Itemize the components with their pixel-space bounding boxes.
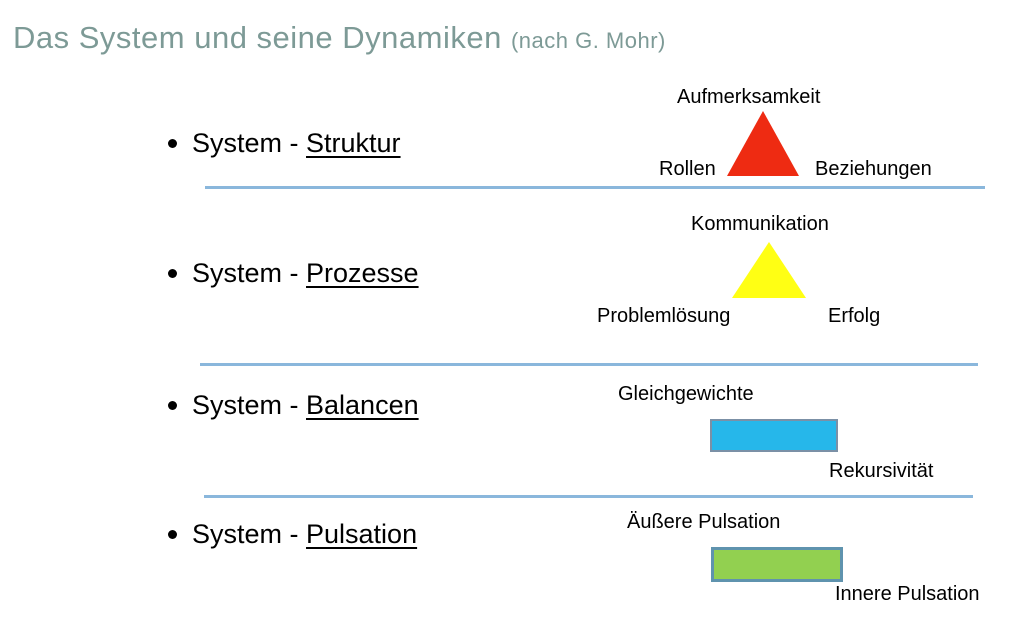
bullet-term: Prozesse (306, 258, 419, 288)
separator-line (200, 363, 978, 366)
struktur-triangle-shape (727, 111, 799, 176)
bullet-dot-icon (168, 401, 177, 410)
page-title: Das System und seine Dynamiken (nach G. … (13, 20, 666, 56)
bullet-item-pulsation: System - Pulsation (168, 519, 417, 550)
bullet-label: System - Prozesse (192, 258, 419, 289)
separator-line (205, 186, 985, 189)
label-kommunikation: Kommunikation (691, 213, 829, 235)
bullet-prefix: System - (192, 390, 307, 420)
bullet-item-struktur: System - Struktur (168, 128, 401, 159)
label-innere-pulsation: Innere Pulsation (835, 583, 980, 605)
bullet-label: System - Balancen (192, 390, 419, 421)
label-aufmerksamkeit: Aufmerksamkeit (677, 86, 821, 108)
bullet-dot-icon (168, 269, 177, 278)
bullet-dot-icon (168, 139, 177, 148)
bullet-prefix: System - (192, 128, 307, 158)
page-title-main: Das System und seine Dynamiken (13, 20, 502, 55)
pulsation-rectangle-shape (711, 547, 843, 582)
page-title-suffix: (nach G. Mohr) (510, 28, 666, 53)
label-erfolg: Erfolg (828, 305, 881, 327)
label-problemloesung: Problemlösung (597, 305, 731, 327)
bullet-term: Pulsation (306, 519, 418, 549)
bullet-label: System - Struktur (192, 128, 401, 159)
bullet-item-prozesse: System - Prozesse (168, 258, 419, 289)
label-rollen: Rollen (659, 158, 716, 180)
bullet-term: Balancen (306, 390, 419, 420)
label-rekursivitaet: Rekursivität (829, 460, 934, 482)
bullet-dot-icon (168, 530, 177, 539)
bullet-prefix: System - (192, 258, 307, 288)
balancen-rectangle-shape (710, 419, 838, 452)
bullet-term: Struktur (306, 128, 401, 158)
label-aeussere-pulsation: Äußere Pulsation (627, 511, 781, 533)
label-gleichgewichte: Gleichgewichte (618, 383, 754, 405)
bullet-item-balancen: System - Balancen (168, 390, 419, 421)
separator-line (204, 495, 973, 498)
label-beziehungen: Beziehungen (815, 158, 932, 180)
bullet-prefix: System - (192, 519, 307, 549)
prozesse-triangle-shape (732, 242, 806, 298)
bullet-label: System - Pulsation (192, 519, 417, 550)
